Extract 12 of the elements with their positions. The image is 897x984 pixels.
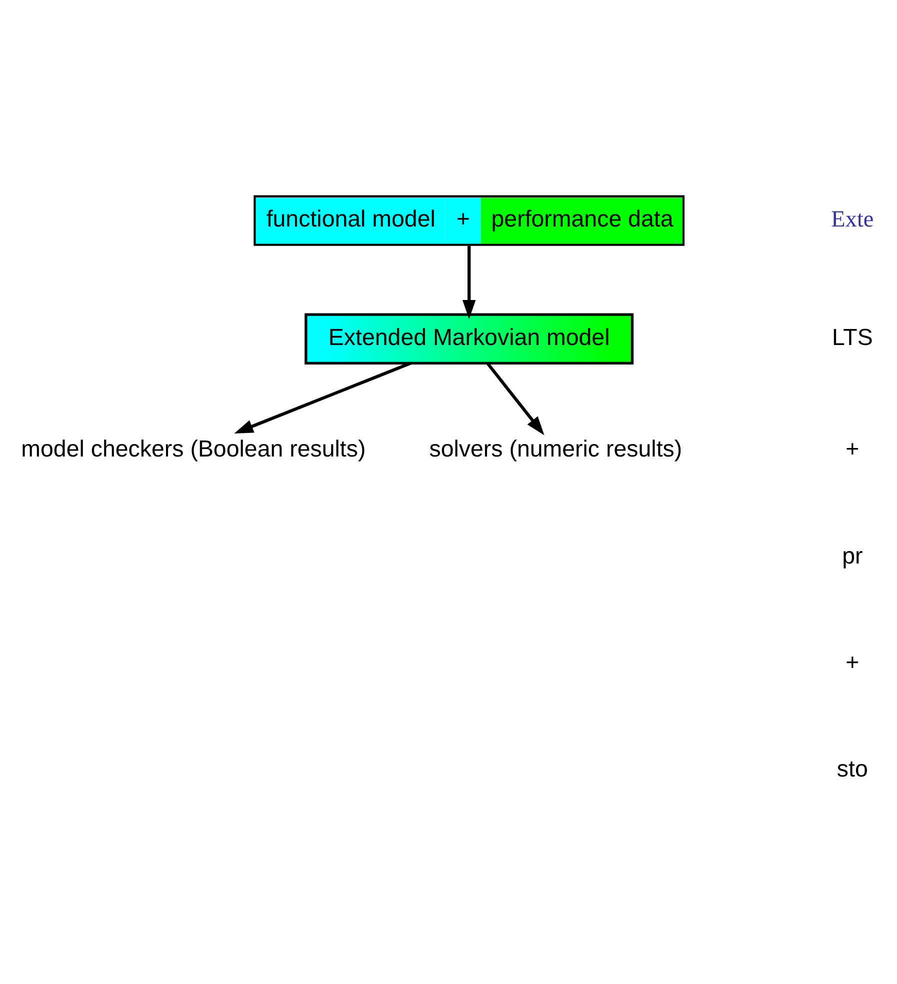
arrow (486, 362, 544, 435)
node-text: model checkers (Boolean results) (21, 435, 366, 462)
arrow (462, 245, 476, 319)
arrow (234, 361, 412, 433)
node-box: Extended Markovian model (304, 312, 634, 364)
node-text: solvers (numeric results) (429, 435, 682, 462)
label: + (846, 435, 860, 462)
label: Exte (831, 206, 874, 232)
label: pr (842, 542, 863, 568)
label: + (846, 648, 860, 675)
label: sto (836, 755, 868, 782)
label: LTS (832, 323, 873, 350)
